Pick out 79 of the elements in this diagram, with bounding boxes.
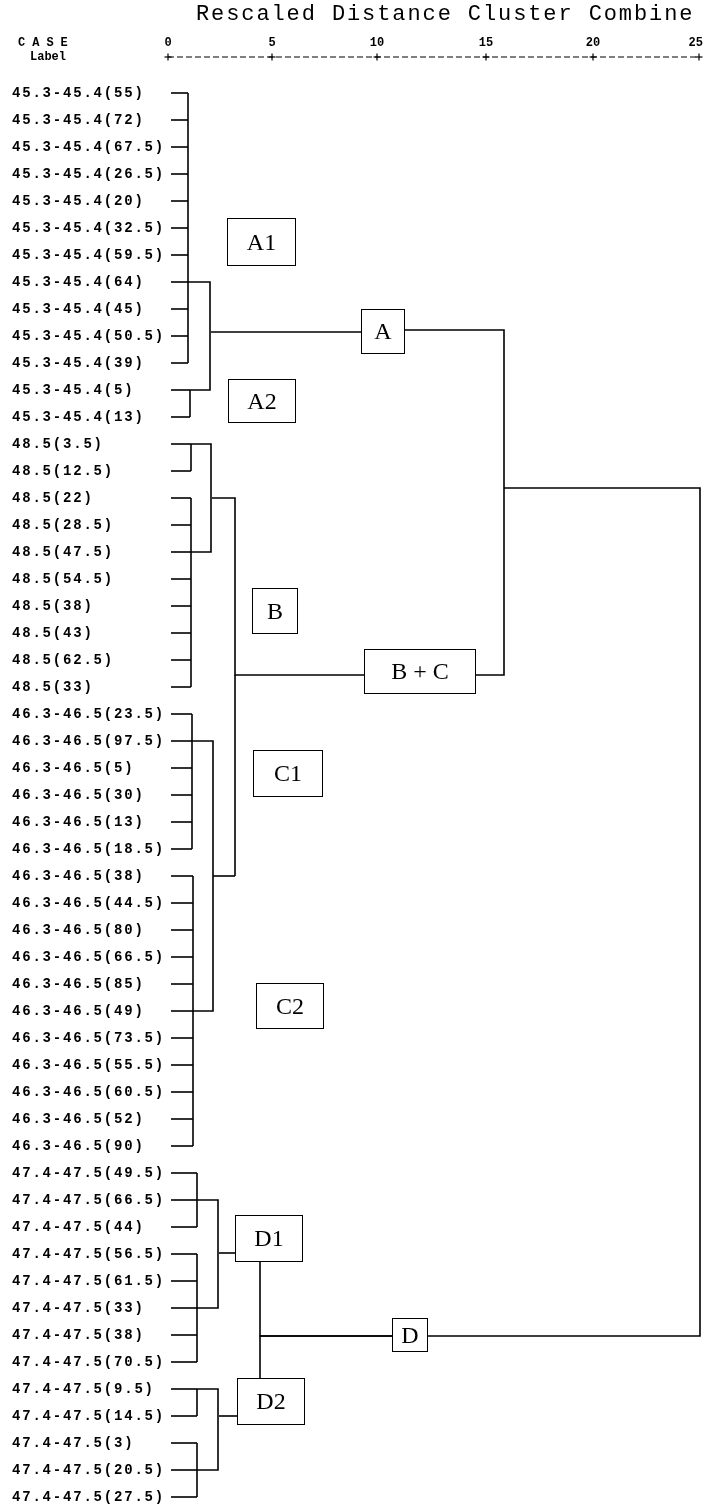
case-label: 45.3-45.4(67.5)	[12, 140, 166, 154]
connector-line	[211, 497, 365, 676]
case-label: 47.4-47.5(14.5)	[12, 1409, 166, 1423]
connector-line	[218, 1415, 238, 1417]
case-label: 47.4-47.5(20.5)	[12, 1463, 166, 1477]
case-label: 47.4-47.5(61.5)	[12, 1274, 166, 1288]
case-label: 48.5(3.5)	[12, 437, 104, 451]
case-label: 45.3-45.4(39)	[12, 356, 145, 370]
cluster-label-box: D2	[237, 1378, 305, 1425]
case-label: 45.3-45.4(64)	[12, 275, 145, 289]
case-label: 45.3-45.4(45)	[12, 302, 145, 316]
axis-tick-label: 15	[478, 37, 494, 49]
case-label: 46.3-46.5(52)	[12, 1112, 145, 1126]
connector-line	[210, 331, 362, 333]
case-label: 46.3-46.5(55.5)	[12, 1058, 166, 1072]
case-label: 47.4-47.5(66.5)	[12, 1193, 166, 1207]
cluster-label-box: A	[361, 309, 405, 354]
case-label: 46.3-46.5(73.5)	[12, 1031, 166, 1045]
case-label: 45.3-45.4(59.5)	[12, 248, 166, 262]
cluster-label-box: A2	[228, 379, 296, 423]
case-label: 46.3-46.5(13)	[12, 815, 145, 829]
case-label: 46.3-46.5(90)	[12, 1139, 145, 1153]
case-label: 48.5(43)	[12, 626, 94, 640]
case-label: 45.3-45.4(50.5)	[12, 329, 166, 343]
cluster-label-box: A1	[227, 218, 296, 266]
column-header: CASE	[18, 37, 75, 49]
case-label: 46.3-46.5(60.5)	[12, 1085, 166, 1099]
case-label: 46.3-46.5(85)	[12, 977, 145, 991]
case-label: 48.5(28.5)	[12, 518, 114, 532]
axis-tick-label: 25	[688, 37, 703, 49]
case-label: 48.5(22)	[12, 491, 94, 505]
axis-tick-label: 0	[164, 37, 172, 49]
case-label: 48.5(38)	[12, 599, 94, 613]
connector-line	[259, 1335, 393, 1379]
axis-tick-label: 10	[369, 37, 385, 49]
case-label: 48.5(33)	[12, 680, 94, 694]
case-label: 47.4-47.5(70.5)	[12, 1355, 166, 1369]
connector-line	[218, 1252, 236, 1254]
case-label: 46.3-46.5(23.5)	[12, 707, 166, 721]
case-label: 46.3-46.5(38)	[12, 869, 145, 883]
axis-tick-label: 5	[268, 37, 276, 49]
case-label: 48.5(54.5)	[12, 572, 114, 586]
case-label: 45.3-45.4(26.5)	[12, 167, 166, 181]
case-label: 46.3-46.5(49)	[12, 1004, 145, 1018]
case-label: 46.3-46.5(30)	[12, 788, 145, 802]
cluster-label-box: C2	[256, 983, 324, 1029]
case-label: 45.3-45.4(32.5)	[12, 221, 166, 235]
cluster-label-box: B + C	[364, 649, 476, 694]
axis-tick-label: 20	[585, 37, 601, 49]
case-label: 45.3-45.4(20)	[12, 194, 145, 208]
case-label: 48.5(47.5)	[12, 545, 114, 559]
cluster-label-box: C1	[253, 750, 323, 797]
case-label: 45.3-45.4(72)	[12, 113, 145, 127]
case-label: 46.3-46.5(66.5)	[12, 950, 166, 964]
cluster-label-box: D	[392, 1318, 428, 1352]
axis-title: Rescaled Distance Cluster Combine	[196, 4, 695, 26]
case-label: 47.4-47.5(27.5)	[12, 1490, 166, 1504]
case-label: 46.3-46.5(18.5)	[12, 842, 166, 856]
case-label: 46.3-46.5(80)	[12, 923, 145, 937]
case-label: 47.4-47.5(38)	[12, 1328, 145, 1342]
column-header: Label	[30, 51, 66, 63]
cluster-label-box: D1	[235, 1215, 303, 1262]
case-label: 47.4-47.5(3)	[12, 1436, 135, 1450]
case-label: 48.5(62.5)	[12, 653, 114, 667]
case-label: 46.3-46.5(44.5)	[12, 896, 166, 910]
case-label: 48.5(12.5)	[12, 464, 114, 478]
case-label: 47.4-47.5(49.5)	[12, 1166, 166, 1180]
case-label: 45.3-45.4(55)	[12, 86, 145, 100]
case-label: 45.3-45.4(5)	[12, 383, 135, 397]
cluster-label-box: B	[252, 588, 298, 634]
case-label: 47.4-47.5(33)	[12, 1301, 145, 1315]
case-label: 45.3-45.4(13)	[12, 410, 145, 424]
connector-line	[404, 329, 505, 676]
case-label: 46.3-46.5(97.5)	[12, 734, 166, 748]
case-label: 46.3-46.5(5)	[12, 761, 135, 775]
case-label: 47.4-47.5(9.5)	[12, 1382, 155, 1396]
case-label: 47.4-47.5(44)	[12, 1220, 145, 1234]
connector-line	[427, 487, 701, 1337]
case-label: 47.4-47.5(56.5)	[12, 1247, 166, 1261]
